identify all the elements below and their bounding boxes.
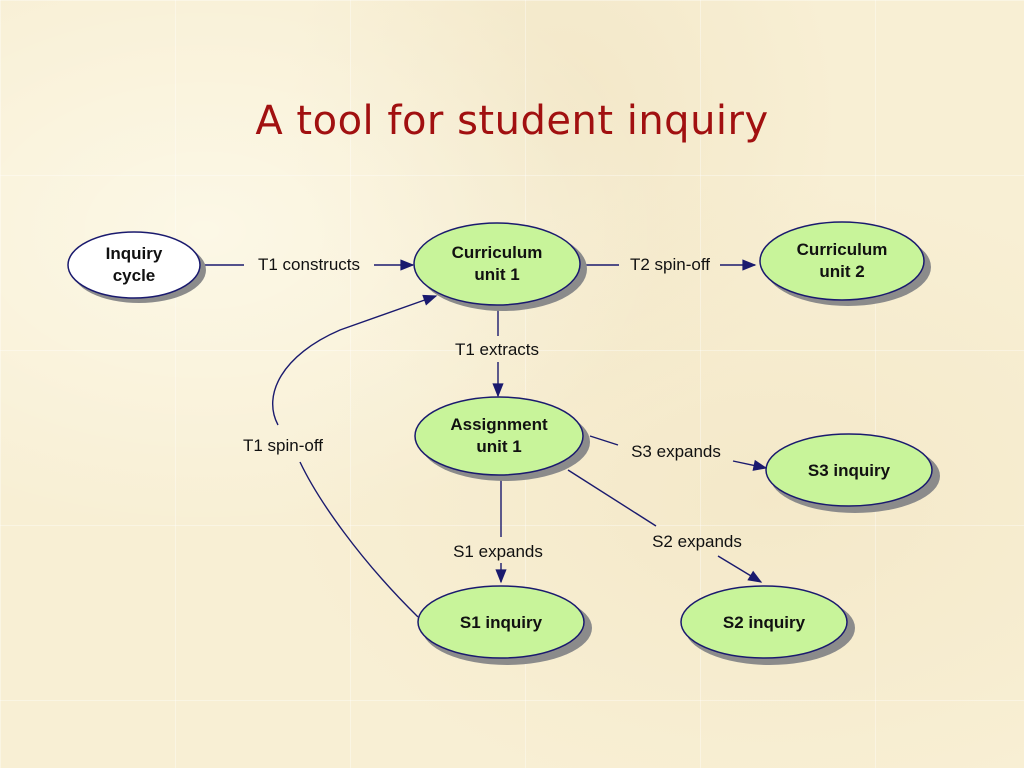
node-s1-inquiry: S1 inquiry bbox=[417, 585, 592, 665]
edge-t2-spin-off: T2 spin-off bbox=[585, 255, 757, 274]
edge-label-t1-extracts: T1 extracts bbox=[455, 340, 539, 359]
node-shape bbox=[67, 231, 201, 299]
edge-s2-expands: S2 expands bbox=[567, 469, 763, 583]
node-label-line: S1 inquiry bbox=[460, 613, 543, 632]
node-label-line: Inquiry bbox=[106, 244, 163, 263]
node-label-line: unit 1 bbox=[474, 265, 519, 284]
node-s3-inquiry: S3 inquiry bbox=[765, 433, 940, 513]
node-label-line: Curriculum bbox=[797, 240, 888, 259]
edge-t1-spin-off: T1 spin-off bbox=[243, 294, 438, 618]
node-label-line: cycle bbox=[113, 266, 156, 285]
node-curriculum-unit-1: Curriculum unit 1 bbox=[413, 222, 587, 311]
node-shape bbox=[759, 221, 925, 301]
node-inquiry-cycle: Inquiry cycle bbox=[67, 231, 206, 303]
edge-s3-expands: S3 expands bbox=[589, 435, 768, 471]
edge-t1-extracts: T1 extracts bbox=[455, 310, 539, 398]
node-shape bbox=[417, 585, 585, 659]
edge-label-t1-spin-off: T1 spin-off bbox=[243, 436, 323, 455]
edge-label-s3-expands: S3 expands bbox=[631, 442, 721, 461]
node-label-line: unit 2 bbox=[819, 262, 864, 281]
node-label-line: S3 inquiry bbox=[808, 461, 891, 480]
node-label-line: Curriculum bbox=[452, 243, 543, 262]
node-assignment-unit-1: Assignment unit 1 bbox=[414, 396, 590, 481]
node-s2-inquiry: S2 inquiry bbox=[680, 585, 855, 665]
slide-title: A tool for student inquiry bbox=[255, 98, 769, 144]
node-label-line: unit 1 bbox=[476, 437, 521, 456]
node-label-line: Assignment bbox=[450, 415, 548, 434]
edge-s1-expands: S1 expands bbox=[453, 480, 543, 584]
edge-label-t1-constructs: T1 constructs bbox=[258, 255, 360, 274]
node-curriculum-unit-2: Curriculum unit 2 bbox=[759, 221, 931, 306]
node-shape bbox=[765, 433, 933, 507]
node-shape bbox=[413, 222, 581, 306]
node-shape bbox=[680, 585, 848, 659]
node-label-line: S2 inquiry bbox=[723, 613, 806, 632]
edge-t1-constructs: T1 constructs bbox=[205, 255, 415, 274]
node-shape bbox=[414, 396, 584, 476]
edge-label-s2-expands: S2 expands bbox=[652, 532, 742, 551]
edge-label-s1-expands: S1 expands bbox=[453, 542, 543, 561]
edge-label-t2-spin-off: T2 spin-off bbox=[630, 255, 710, 274]
